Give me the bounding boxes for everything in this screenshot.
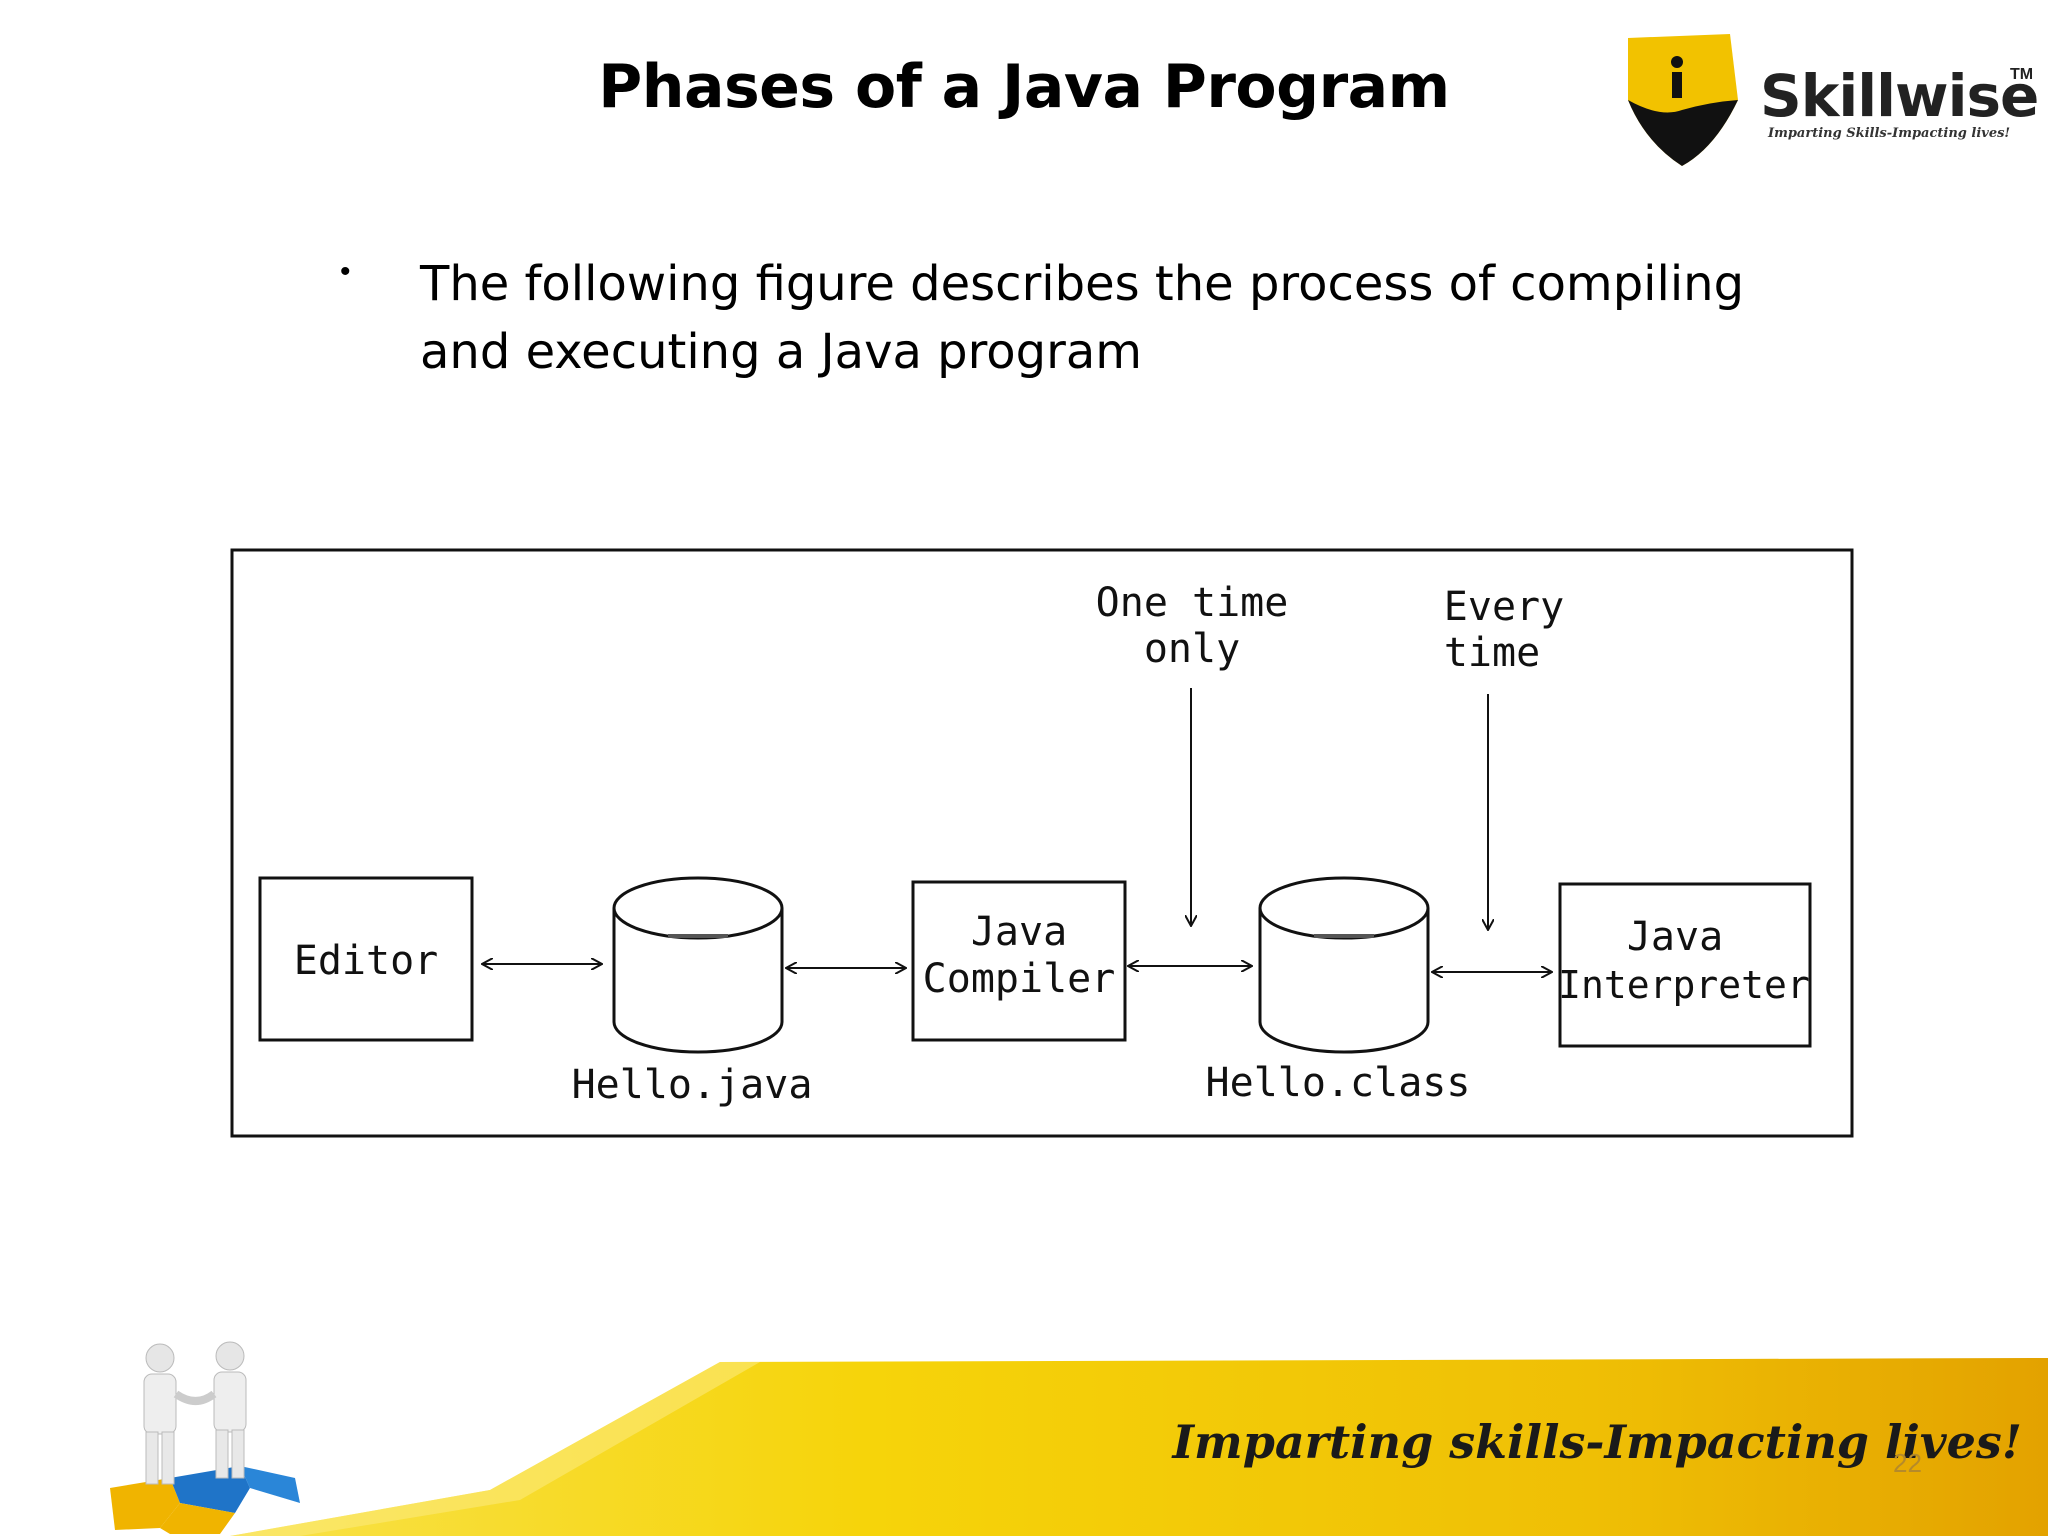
diagram-frame xyxy=(230,548,1854,1138)
logo-brand: Skillwise xyxy=(1760,62,2039,130)
interpreter-label-line2: Interpreter xyxy=(1558,963,1810,1007)
logo-trademark: TM xyxy=(2010,66,2034,83)
footer-tagline: Imparting skills-Impacting lives! xyxy=(1172,1415,2022,1469)
one-time-label-line1: One time xyxy=(1096,580,1289,626)
logo-tagline: Imparting Skills-Impacting lives! xyxy=(1768,126,2011,141)
compiler-label-line1: Java xyxy=(971,909,1067,955)
class-file-cylinder xyxy=(1258,876,1430,1054)
interpreter-label-line1: Java xyxy=(1627,914,1723,960)
java-phases-diagram: Editor Hello.java Java Compiler One time… xyxy=(230,548,1854,1138)
shield-icon xyxy=(1628,34,1738,166)
every-time-label-line2: time xyxy=(1444,630,1540,676)
skillwise-logo: Skillwise TM Imparting Skills-Impacting … xyxy=(1620,30,2040,175)
slide-title: Phases of a Java Program xyxy=(598,52,1450,122)
page-number: 22 xyxy=(1893,1448,1922,1478)
editor-box xyxy=(258,876,474,1042)
bullet-marker: • xyxy=(340,255,351,288)
one-time-label-line2: only xyxy=(1144,626,1240,672)
compiler-label-line2: Compiler xyxy=(923,956,1116,1002)
compiler-box xyxy=(911,880,1127,1042)
footer-band xyxy=(230,1358,2048,1536)
interpreter-box xyxy=(1558,882,1812,1048)
editor-label: Editor xyxy=(294,938,439,984)
class-file-label: Hello.class xyxy=(1206,1060,1471,1106)
source-file-label: Hello.java xyxy=(572,1062,813,1108)
handshake-puzzle-icon xyxy=(110,1341,300,1534)
source-file-cylinder xyxy=(612,876,784,1054)
every-time-label-line1: Every xyxy=(1444,584,1564,630)
bullet-text: The following figure describes the proce… xyxy=(420,256,1745,380)
